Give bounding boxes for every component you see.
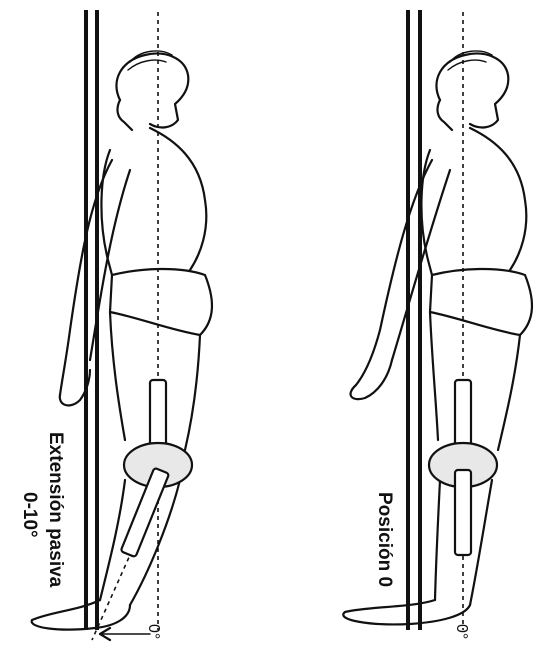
right-caption: Posición 0 [373, 492, 395, 587]
right-zero-degree-marker: 0° [452, 624, 470, 639]
left-caption-line1: Extensión pasiva [44, 432, 66, 587]
right-wall [408, 10, 420, 630]
left-wall [86, 10, 97, 630]
left-zero-degree-marker: 0° [144, 624, 162, 639]
right-figure-position-zero [343, 12, 532, 630]
right-shin-goniometer-arm [455, 470, 471, 555]
left-caption-line2: 0-10° [18, 492, 40, 538]
